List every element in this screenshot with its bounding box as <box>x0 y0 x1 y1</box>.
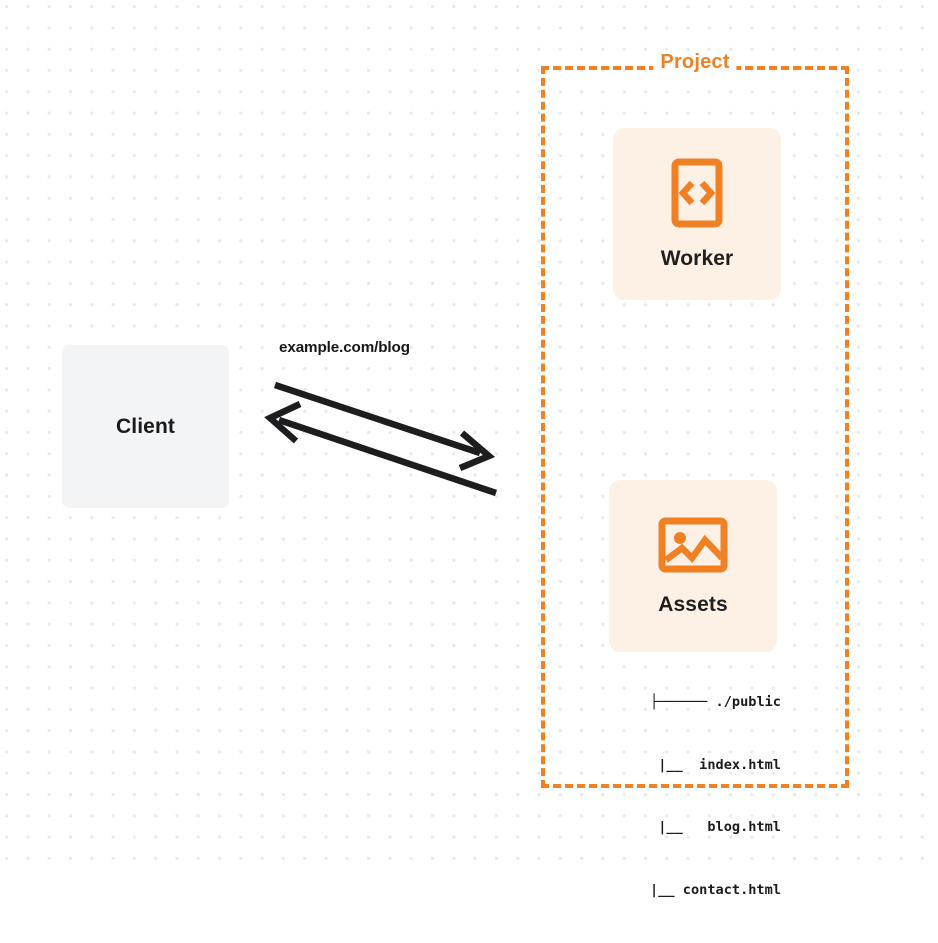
assets-card[interactable]: Assets <box>609 480 777 652</box>
response-arrow <box>264 401 498 497</box>
worker-card[interactable]: Worker <box>613 128 781 300</box>
tree-line-blog: |__ blog.html <box>600 819 781 836</box>
request-url-label: example.com/blog <box>279 339 410 356</box>
diagram-canvas: Client example.com/blog Project Worker <box>0 0 938 898</box>
request-arrow <box>273 381 496 472</box>
code-brackets-icon <box>671 158 723 233</box>
project-title: Project <box>653 51 737 74</box>
tree-line-root: ├────── ./public <box>650 693 781 710</box>
client-node[interactable]: Client <box>62 345 229 508</box>
tree-line-index: |__ index.html <box>600 756 781 773</box>
tree-line-contact: |__ contact.html <box>592 881 781 898</box>
worker-label: Worker <box>660 246 734 270</box>
project-container: Project <box>541 51 849 788</box>
asset-file-tree: ├────── ./public |__ index.html |__ blog… <box>520 650 781 943</box>
assets-label: Assets <box>658 592 728 616</box>
image-picture-icon <box>658 516 728 579</box>
client-label: Client <box>116 414 175 438</box>
